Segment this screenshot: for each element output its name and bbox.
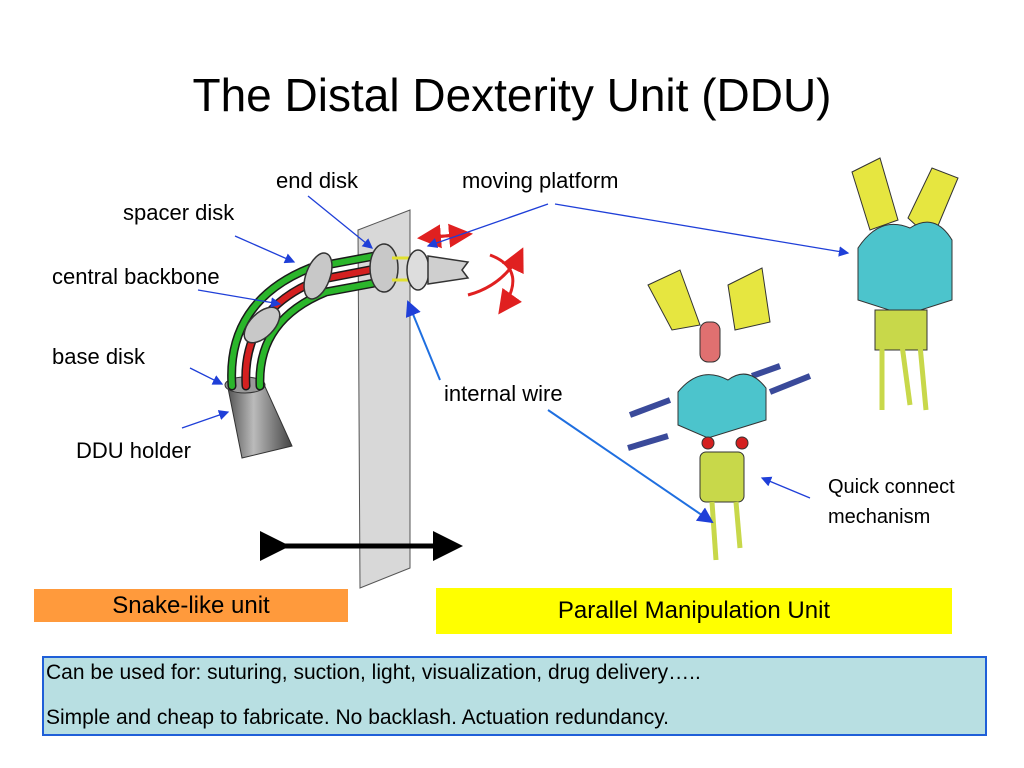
spacer-disks [243, 243, 399, 344]
page-title: The Distal Dexterity Unit (DDU) [192, 69, 832, 121]
label-end-disk: end disk [276, 168, 358, 193]
label-spacer-disk: spacer disk [123, 200, 235, 225]
pmu-exploded-view [627, 267, 812, 561]
motion-arrows [417, 223, 524, 315]
label-internal-wire: internal wire [444, 381, 563, 406]
label-base-disk: base disk [52, 344, 145, 369]
info-line-benefits: Simple and cheap to fabricate. No backla… [46, 706, 669, 729]
label-moving-platform: moving platform [462, 168, 619, 193]
cut-plane [357, 209, 411, 589]
pmu-assembled-view [851, 157, 959, 411]
callout-lines [181, 195, 850, 499]
parallel-manipulation-unit-box: Parallel Manipulation Unit [436, 588, 952, 634]
label-quick-connect: Quick connect mechanism [828, 476, 955, 528]
label-central-backbone: central backbone [52, 264, 220, 289]
label-ddu-holder: DDU holder [76, 438, 191, 463]
info-box: Can be used for: suturing, suction, ligh… [42, 656, 987, 736]
internal-wire-lines [405, 300, 714, 524]
info-line-uses: Can be used for: suturing, suction, ligh… [46, 661, 701, 684]
snake-like-unit-box: Snake-like unit [34, 589, 348, 622]
moving-platform-shape [392, 249, 470, 291]
